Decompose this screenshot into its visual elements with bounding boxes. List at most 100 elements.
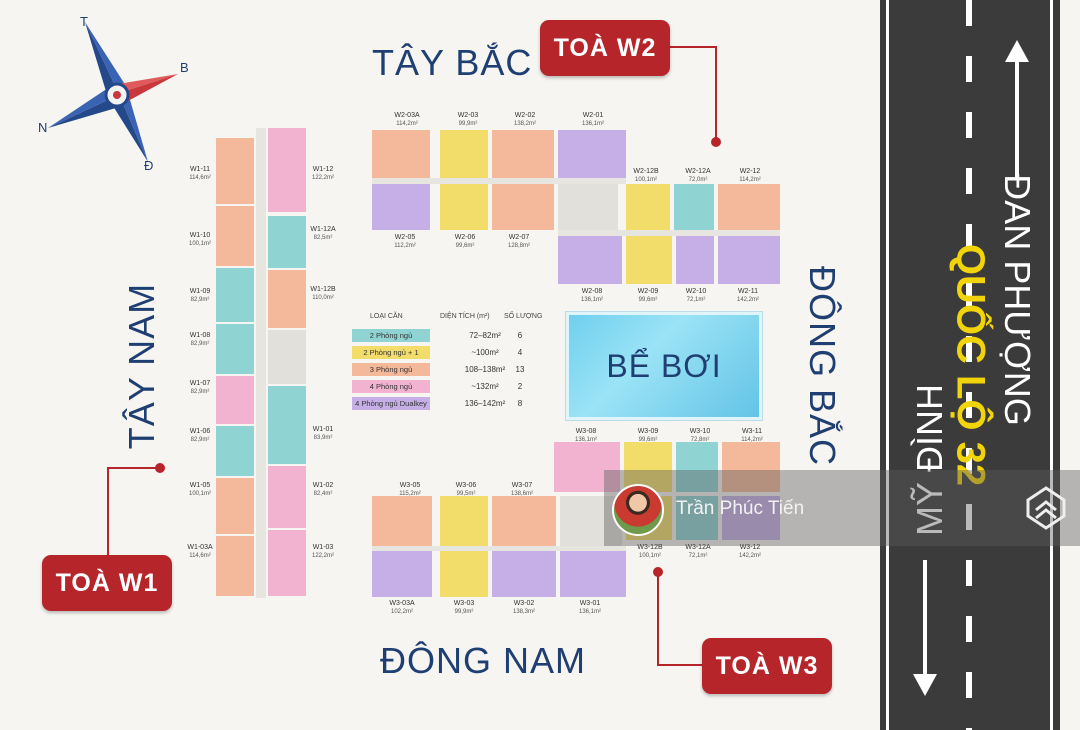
label-dong-nam: ĐÔNG NAM bbox=[380, 640, 586, 681]
compass-d: Đ bbox=[144, 158, 153, 172]
legend-count-3pn: 13 bbox=[515, 364, 525, 374]
tower-tag-w2[interactable]: TOÀ W2 bbox=[540, 20, 670, 76]
w2-unit-10 bbox=[676, 236, 714, 284]
tower-connectors bbox=[107, 46, 721, 666]
w2-unit-06 bbox=[440, 184, 488, 230]
legend-count-4pn: 2 bbox=[517, 381, 523, 391]
legend-count-4pn-dualkey: 8 bbox=[517, 398, 523, 408]
w2-unit-12a bbox=[674, 184, 714, 230]
watermark-name: Trần Phúc Tiến bbox=[676, 498, 805, 519]
w3-core bbox=[560, 496, 622, 546]
label-tay-bac: TÂY BẮC bbox=[372, 42, 533, 83]
w1-unit-03 bbox=[268, 530, 306, 596]
w2-unit-07 bbox=[492, 184, 554, 230]
legend-row-3pn: 3 Phòng ngủ 108–138m² 13 bbox=[352, 362, 552, 376]
w2-core bbox=[558, 184, 618, 230]
watermark-logo-icon bbox=[1026, 486, 1066, 530]
legend-area-2pn: 72–82m² bbox=[469, 330, 501, 340]
w1-unit-01 bbox=[268, 386, 306, 464]
w3-unit-01 bbox=[560, 551, 626, 597]
road-edge-right bbox=[1050, 0, 1053, 730]
w3-unit-06 bbox=[440, 496, 488, 546]
w2-unit-08 bbox=[558, 236, 622, 284]
w3-unit-03a bbox=[372, 551, 432, 597]
w1-unit-12 bbox=[268, 128, 306, 212]
w1-unit-02 bbox=[268, 466, 306, 528]
w3-unit-12 bbox=[722, 496, 780, 540]
legend-header-type: LOẠI CĂN bbox=[370, 313, 403, 320]
w3-corridor bbox=[372, 546, 626, 551]
w3-unit-11 bbox=[722, 442, 780, 492]
legend-header: LOẠI CĂN DIỆN TÍCH (m²) SỐ LƯỢNG bbox=[352, 310, 552, 324]
legend-swatch-2pn: 2 Phòng ngủ bbox=[352, 328, 430, 342]
w1-unit-12b bbox=[268, 270, 306, 328]
legend-table: LOẠI CĂN DIỆN TÍCH (m²) SỐ LƯỢNG 2 Phòng… bbox=[352, 310, 552, 414]
w3-unit-12a bbox=[676, 496, 718, 540]
legend-count-2pn1: 4 bbox=[517, 347, 523, 357]
w1-unit-07 bbox=[216, 376, 254, 424]
w2-unit-01 bbox=[558, 130, 626, 178]
compass-n: N bbox=[38, 120, 47, 135]
w2-corridor bbox=[372, 178, 626, 184]
legend-swatch-4pn: 4 Phòng ngủ bbox=[352, 379, 430, 393]
legend-swatch-3pn: 3 Phòng ngủ bbox=[352, 362, 430, 376]
w2-corridor-right bbox=[558, 230, 780, 236]
watermark-banner bbox=[604, 470, 1080, 546]
legend-row-4pn-dualkey: 4 Phòng ngủ Dualkey 136–142m² 8 bbox=[352, 396, 552, 410]
tower-tag-w3[interactable]: TOÀ W3 bbox=[702, 638, 832, 694]
road-label-dan-phuong: ĐAN PHƯỢNG bbox=[997, 174, 1038, 426]
compass-b: B bbox=[180, 60, 189, 75]
w3-unit-08 bbox=[554, 442, 620, 492]
w1-unit-11 bbox=[216, 138, 254, 204]
w3-unit-10 bbox=[676, 442, 718, 492]
road-edge-left bbox=[886, 0, 889, 730]
w2-unit-02 bbox=[492, 130, 554, 178]
w3-unit-03 bbox=[440, 551, 488, 597]
legend-row-2pn1: 2 Phòng ngủ + 1 ~100m² 4 bbox=[352, 345, 552, 359]
legend-area-4pn: ~132m² bbox=[471, 381, 499, 391]
w1-core bbox=[268, 330, 306, 384]
w1-unit-06 bbox=[216, 426, 254, 476]
w1-unit-03a bbox=[216, 536, 254, 596]
road: ĐAN PHƯỢNG QUỐC LỘ 32 MỸ ĐÌNH bbox=[880, 0, 1060, 730]
swimming-pool: BỂ BƠI bbox=[566, 312, 762, 420]
w3-unit-09 bbox=[624, 442, 672, 492]
legend-header-count: SỐ LƯỢNG bbox=[504, 313, 543, 320]
tower-tag-w1[interactable]: TOÀ W1 bbox=[42, 555, 172, 611]
compass-icon: T B N Đ bbox=[38, 14, 189, 172]
w1-unit-08 bbox=[216, 324, 254, 374]
road-center-dashes bbox=[966, 0, 972, 730]
arrow-down-icon bbox=[913, 560, 937, 696]
w1-unit-12a bbox=[268, 216, 306, 268]
legend-count-2pn: 6 bbox=[517, 330, 523, 340]
w1-corridor bbox=[256, 128, 266, 598]
compass-t: T bbox=[80, 14, 88, 29]
